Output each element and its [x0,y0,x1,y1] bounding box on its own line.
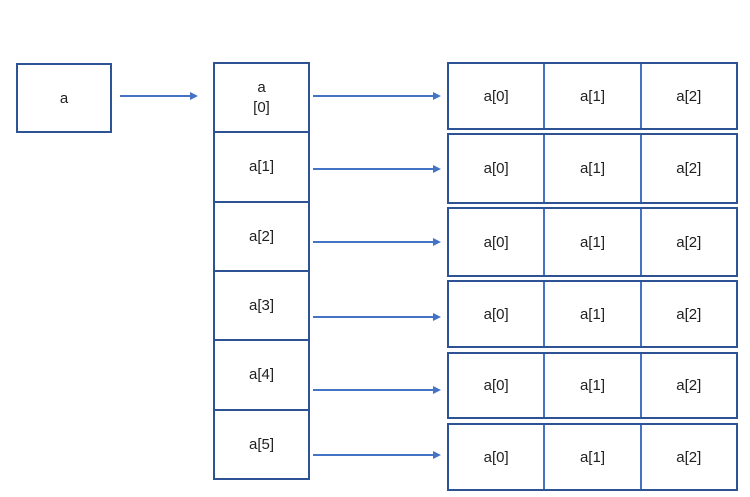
element-cell: a[0] [483,233,509,251]
pointer-arrow [313,386,441,394]
element-cell: a[1] [543,425,639,489]
pointer-arrow [313,451,441,459]
pointer-box-label: a [59,89,69,107]
element-cell: a[0] [483,160,509,177]
pointer-arrow [313,92,441,100]
pointer-arrow [313,165,441,173]
element-row: a[0] a[1] a[2] [447,352,738,419]
pointer-array-cell: a [0] [253,79,270,116]
pointer-arrow [313,238,441,246]
element-cell: a[1] [543,209,639,275]
element-row: a[0] a[1] a[2] [447,280,738,348]
pointer-arrow [120,92,198,100]
element-row: a[0] a[1] a[2] [447,423,738,491]
pointer-array-cell: a[1] [215,131,308,200]
element-cell: a[2] [639,425,736,489]
element-cell: a[1] [543,282,639,346]
element-cell: a[2] [639,135,736,202]
element-cell: a[0] [483,305,509,323]
pointer-box-a: a [16,63,112,133]
pointer-array-cell: a[2] [215,200,308,270]
element-row: a[0] a[1] a[2] [447,207,738,277]
element-row: a[0] a[1] a[2] [447,133,738,204]
pointer-array-cell: a[4] [215,339,308,408]
pointer-arrow [313,313,441,321]
element-cell: a[2] [639,282,736,346]
element-cell: a[1] [543,64,639,128]
element-cell: a[1] [543,354,639,417]
element-cell: a[1] [543,135,639,202]
element-cell: a[2] [639,209,736,275]
element-cell: a[0] [483,377,509,394]
element-row: a[0] a[1] a[2] [447,62,738,130]
element-cell: a[2] [639,64,736,128]
element-cell: a[0] [483,87,509,105]
pointer-array-cell: a[3] [215,269,308,339]
pointer-array-cell: a[5] [215,408,308,478]
element-cell: a[0] [483,448,509,466]
element-cell: a[2] [639,354,736,417]
pointer-array: a [0] a[1] a[2] a[3] a[4] a[5] [213,62,310,480]
